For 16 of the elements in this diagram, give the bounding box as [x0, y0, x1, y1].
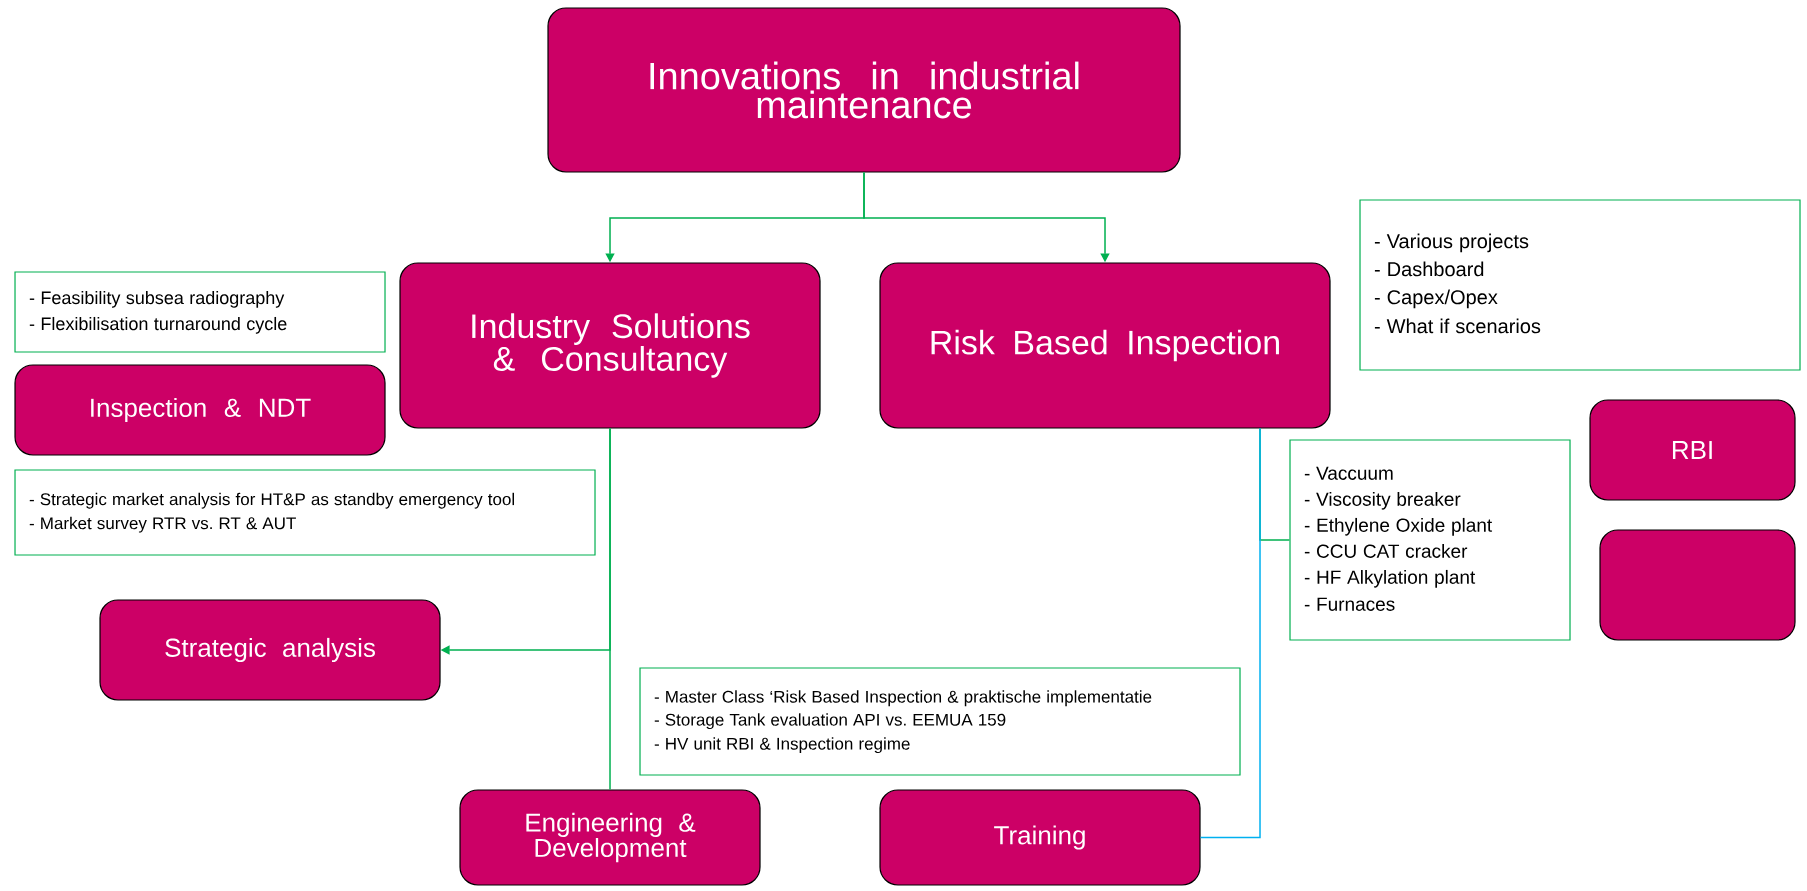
topic-box: Risk Based Inspection — [879, 262, 1331, 429]
note-box: - Vaccuum - Viscosity breaker - Ethylene Oxide plant - CCU CAT cracker - HF Alkylation plant - Furnaces — [1289, 439, 1571, 641]
topic-box: RBI — [1589, 399, 1796, 501]
note-box: - Feasibility subsea radiography - Flexibilisation turnaround cycle — [14, 271, 386, 353]
topic-box: Strategic analysis — [99, 599, 441, 701]
note-box: - Master Class ‘Risk Based Inspection & praktische implementatie - Storage Tank evaluation API vs. EEMUA 159 - HV unit RBI & Inspection regime — [639, 667, 1241, 776]
connector-line — [609, 427, 611, 791]
topic-box: Training — [879, 789, 1201, 886]
connector-line — [1199, 427, 1261, 839]
topic-box: Engineering & Development — [459, 789, 761, 886]
topic-box: Inspection & NDT — [14, 364, 386, 456]
topic-box: Industry Solutions & Consultancy — [399, 262, 821, 429]
topic-box: Innovations in industrial maintenance — [547, 7, 1181, 173]
note-box: - Various projects - Dashboard - Capex/Opex - What if scenarios — [1359, 199, 1801, 371]
note-box: - Strategic market analysis for HT&P as standby emergency tool - Market survey RTR vs. RT & AUT — [14, 469, 596, 556]
empty-box — [1599, 529, 1796, 641]
